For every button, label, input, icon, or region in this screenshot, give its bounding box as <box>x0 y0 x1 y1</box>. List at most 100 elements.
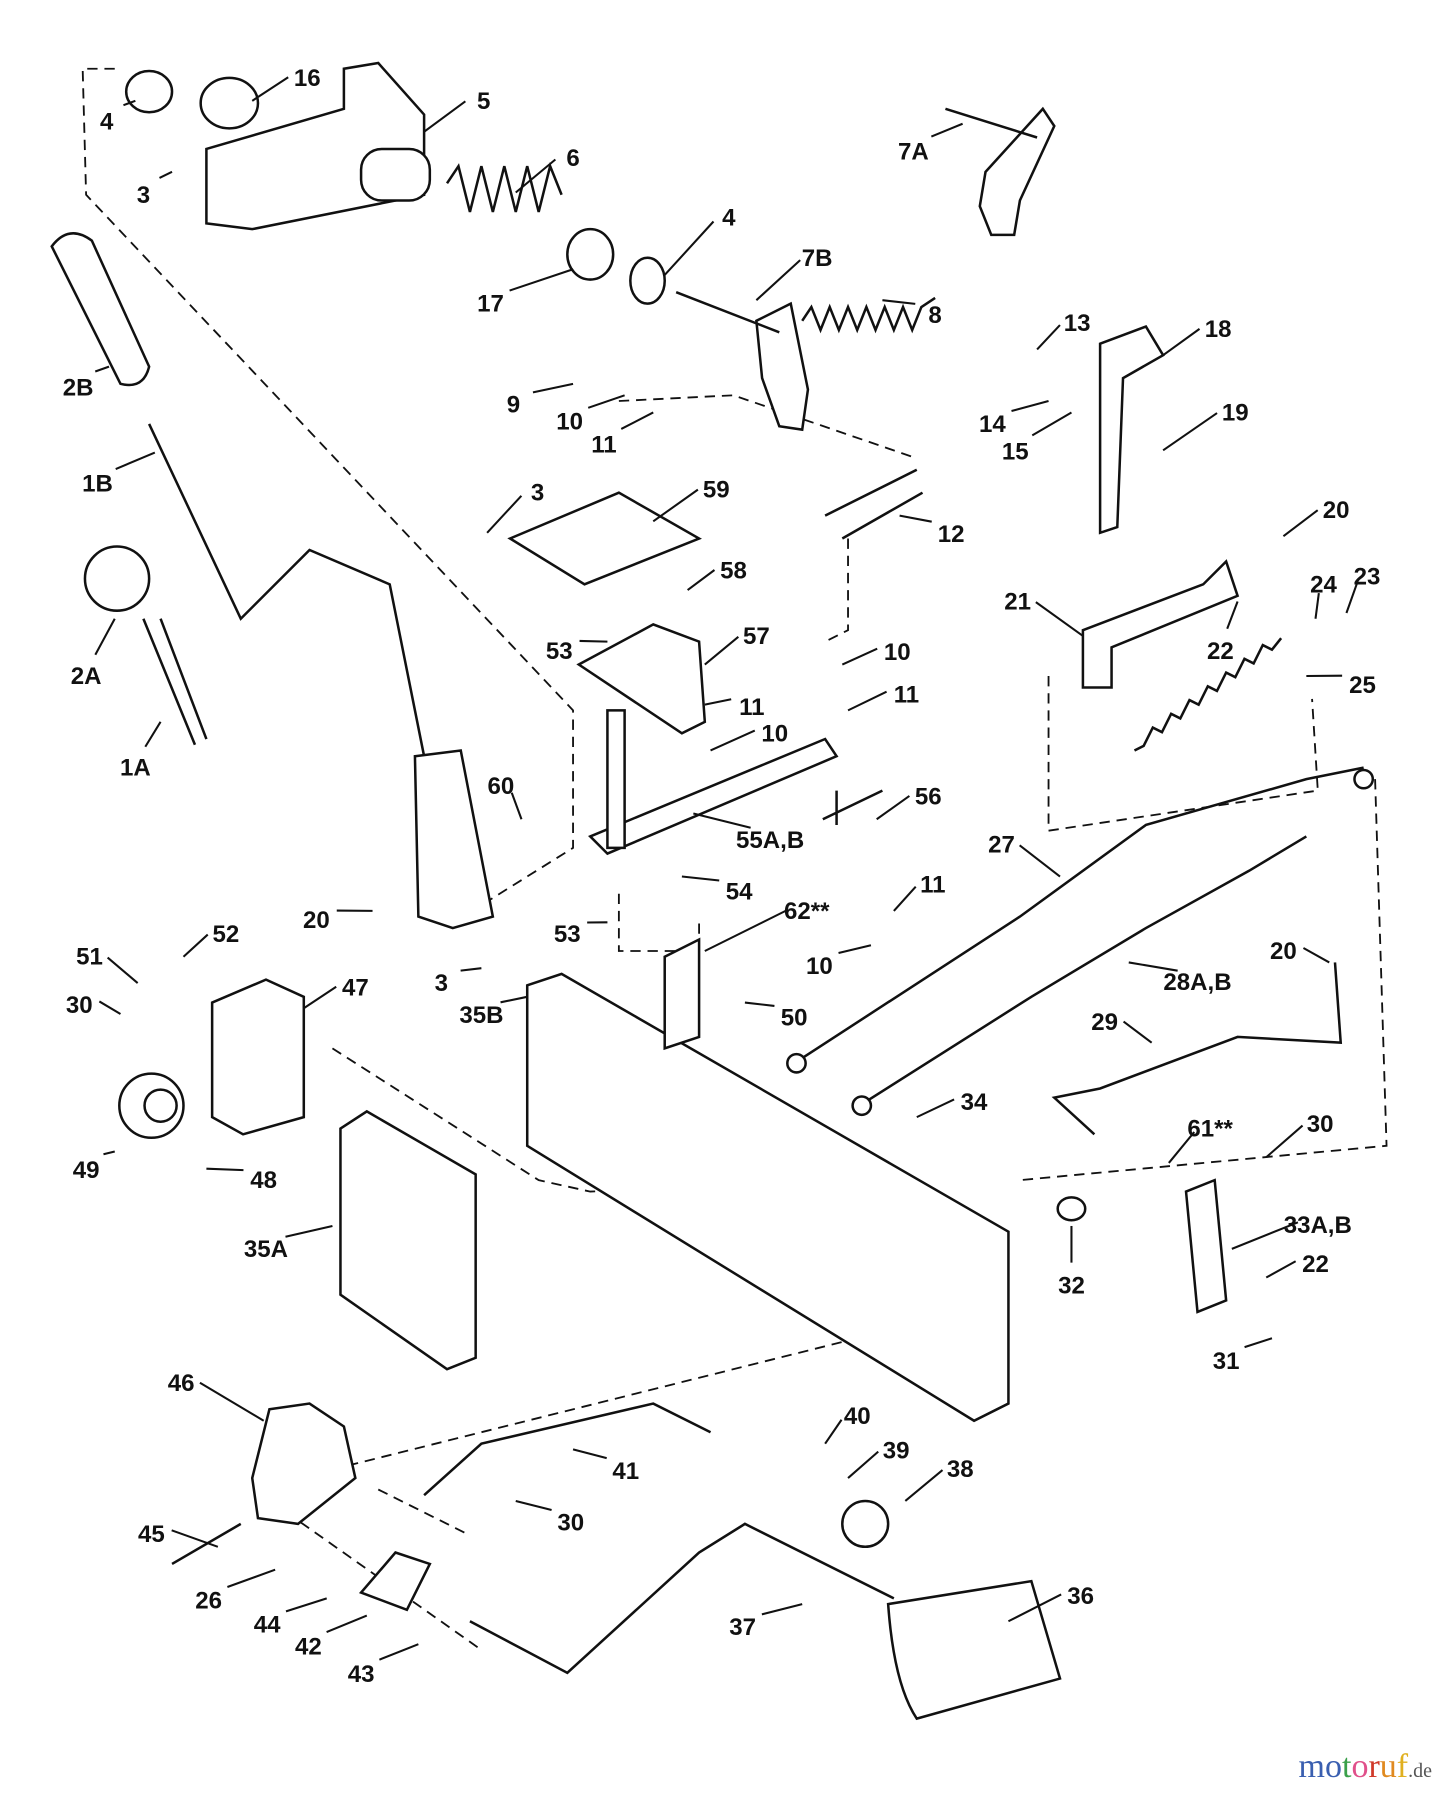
leader-line <box>1168 1131 1196 1164</box>
part-callout-49: 49 <box>73 1157 100 1184</box>
part-callout-25: 25 <box>1349 672 1376 699</box>
part-callout-47: 47 <box>342 975 369 1002</box>
part-callout-22: 22 <box>1207 638 1234 665</box>
leader-line <box>94 365 110 373</box>
cable-part-28ab <box>858 835 1307 1107</box>
part-callout-6: 6 <box>566 145 579 172</box>
leader-line <box>515 1499 552 1511</box>
lever-part-7b <box>755 301 810 432</box>
leader-line <box>652 488 699 523</box>
part-callout-30: 30 <box>66 992 93 1019</box>
leader-line <box>841 647 878 666</box>
part-callout-29: 29 <box>1091 1009 1118 1036</box>
bracket-part-21 <box>1081 559 1240 689</box>
watermark-letter: t <box>1342 1748 1352 1785</box>
leader-line <box>572 1448 607 1460</box>
leader-line <box>1302 947 1330 964</box>
plate-part-59 <box>507 491 702 586</box>
leader-line <box>159 170 173 179</box>
part-callout-16: 16 <box>294 65 321 92</box>
assembly-guide-line <box>1047 676 1319 832</box>
part-callout-19: 19 <box>1222 399 1249 426</box>
part-callout-61: 61** <box>1187 1116 1233 1143</box>
spring-part-25 <box>1133 637 1283 752</box>
handle-grip-2b <box>50 232 151 387</box>
part-callout-1b: 1B <box>82 471 113 498</box>
part-callout-54: 54 <box>726 878 753 905</box>
leader-line <box>98 1000 121 1015</box>
part-callout-28ab: 28A,B <box>1163 969 1231 996</box>
part-callout-20: 20 <box>1270 938 1297 965</box>
assembly-guide-line <box>1019 779 1388 1182</box>
pedal-part-36 <box>886 1579 1062 1721</box>
leader-line <box>509 268 574 292</box>
leader-line <box>893 885 917 912</box>
part-callout-11: 11 <box>739 694 764 721</box>
shift-rod-1b <box>147 423 460 918</box>
leader-line <box>587 394 625 409</box>
part-callout-9: 9 <box>507 391 520 418</box>
leader-line <box>1314 592 1320 619</box>
part-callout-7b: 7B <box>802 245 833 272</box>
leader-line <box>326 1614 368 1634</box>
plate-part-57 <box>576 623 707 735</box>
leader-line <box>532 382 574 394</box>
watermark-letter: u <box>1379 1748 1397 1785</box>
leader-line <box>687 569 716 591</box>
rod-part-41 <box>423 1402 712 1497</box>
part-callout-10: 10 <box>884 639 911 666</box>
leader-line <box>1265 1124 1304 1159</box>
leader-line <box>423 100 466 133</box>
part-callout-14: 14 <box>979 411 1006 438</box>
part-callout-48: 48 <box>250 1167 277 1194</box>
leader-line <box>1162 328 1201 357</box>
leader-line <box>1282 509 1319 538</box>
cable-part-27 <box>790 766 1364 1067</box>
part-callout-40: 40 <box>844 1403 871 1430</box>
leader-line <box>103 1150 115 1156</box>
leader-line <box>904 1469 944 1502</box>
part-callout-57: 57 <box>743 623 770 650</box>
part-callout-41: 41 <box>612 1458 639 1485</box>
leader-line <box>486 495 523 534</box>
leader-line <box>847 690 888 712</box>
part-callout-10: 10 <box>761 720 788 747</box>
leader-line <box>1345 583 1358 614</box>
part-callout-13: 13 <box>1064 310 1091 337</box>
frame-part-35b <box>525 972 1010 1423</box>
leader-line <box>1122 1020 1153 1044</box>
part-callout-15: 15 <box>1002 438 1029 465</box>
part-callout-51: 51 <box>76 944 103 971</box>
leader-line <box>930 122 964 138</box>
link-part-56 <box>822 789 883 825</box>
leader-line <box>199 1381 265 1422</box>
leader-line <box>838 944 872 955</box>
leader-line <box>761 1603 803 1616</box>
shaft-part-55 <box>606 709 626 850</box>
leader-line <box>182 933 209 958</box>
pin-part-45 <box>171 1522 242 1566</box>
part-callout-23: 23 <box>1354 563 1381 590</box>
leader-line <box>1265 1260 1297 1279</box>
part-callout-11: 11 <box>591 432 616 459</box>
leader-line <box>1226 601 1239 630</box>
knob-part-2a <box>83 545 151 612</box>
leader-line <box>227 1568 276 1588</box>
part-callout-20: 20 <box>303 907 330 934</box>
part-callout-11: 11 <box>894 681 919 708</box>
part-callout-17: 17 <box>477 291 504 318</box>
watermark-letter: f <box>1396 1748 1409 1785</box>
leader-line <box>285 1597 328 1613</box>
bracket-part-62 <box>663 937 701 1051</box>
leader-line <box>1036 324 1061 351</box>
part-callout-20: 20 <box>1323 497 1350 524</box>
bushing-part-32 <box>1056 1196 1087 1222</box>
frame-part-35a <box>339 1109 477 1371</box>
lever-part-7a <box>978 106 1056 237</box>
part-callout-35b: 35B <box>459 1002 503 1029</box>
leader-line <box>744 1001 775 1007</box>
leader-line <box>704 636 740 666</box>
